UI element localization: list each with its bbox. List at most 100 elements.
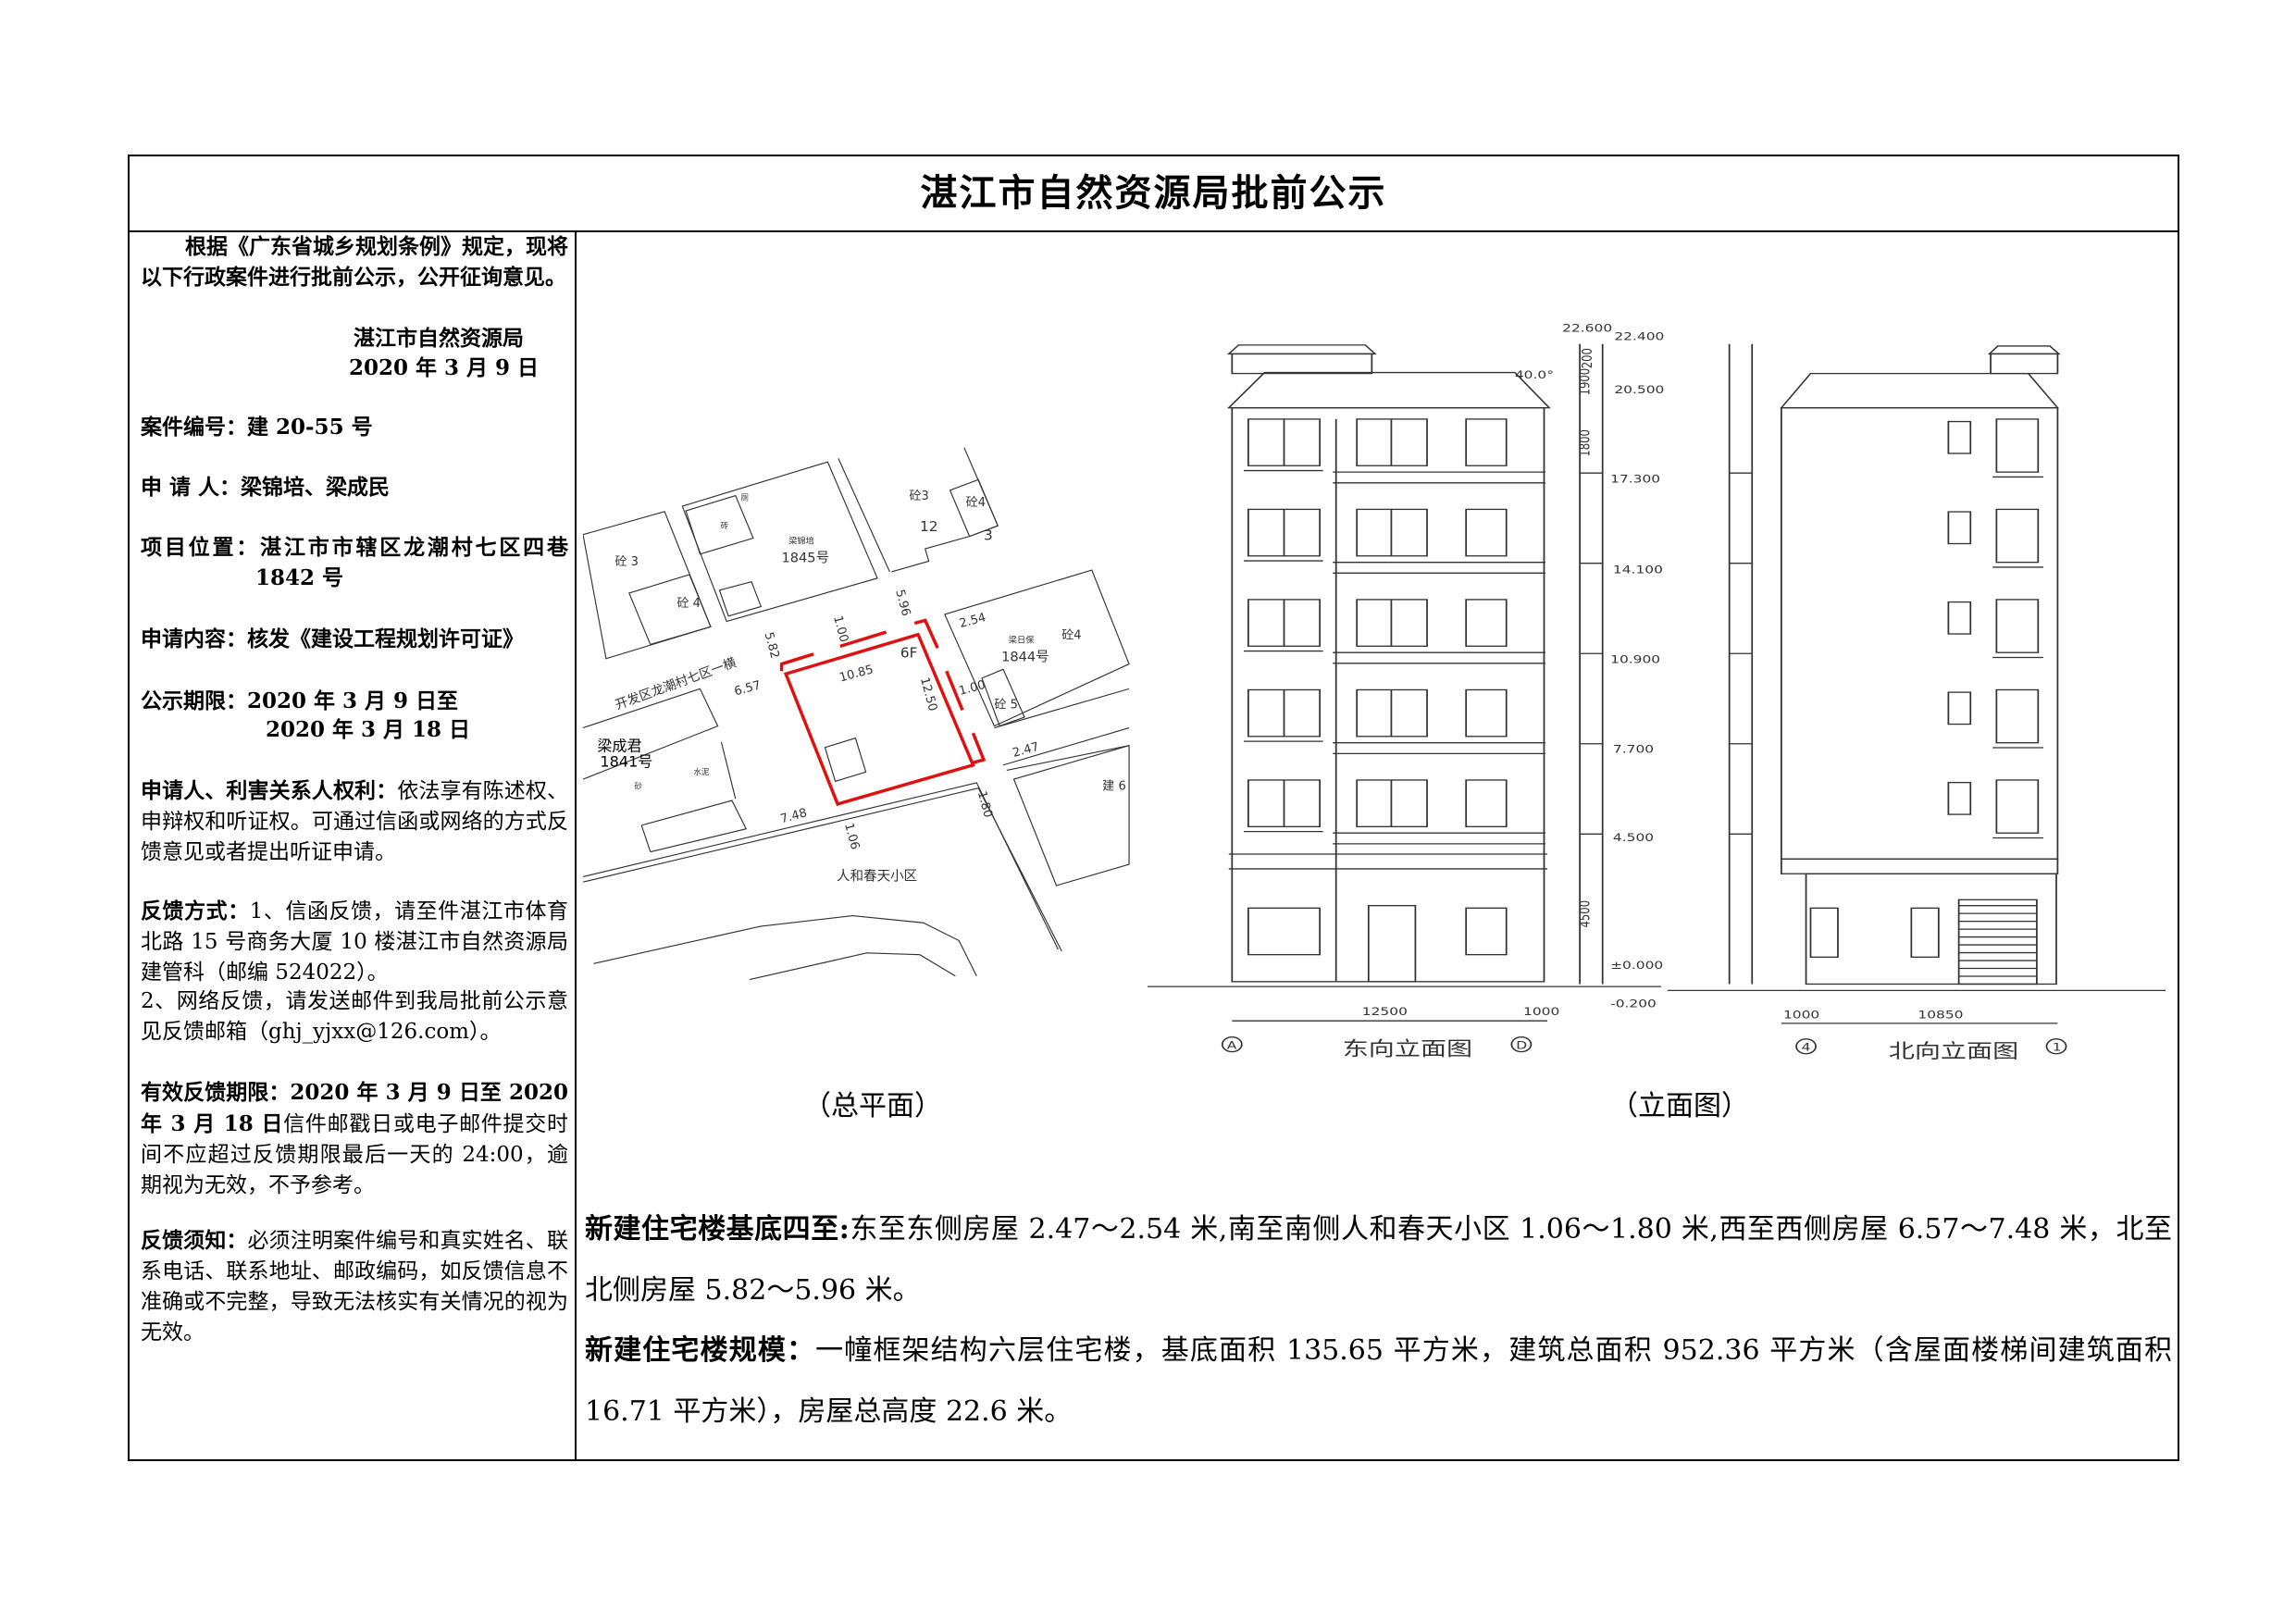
feedback-deadline: 有效反馈期限：2020 年 3 月 9 日至 2020 年 3 月 18 日信件… xyxy=(141,1077,568,1201)
width-dim: 12500 xyxy=(1362,1006,1408,1019)
window xyxy=(1809,907,1839,958)
east-roof xyxy=(1227,371,1551,409)
garage-door xyxy=(1957,899,2038,986)
notice-text: 必须注明案件编号和真实姓名、联系电话、联系地址、邮政编码，如反馈信息不准确或不完… xyxy=(141,1229,569,1345)
level-label: -0.200 xyxy=(1610,998,1657,1010)
project-summary: 新建住宅楼基底四至:东至东侧房屋 2.47～2.54 米,南至南侧人和春天小区 … xyxy=(585,1199,2172,1442)
rights-label: 申请人、利害关系人权利： xyxy=(141,778,398,803)
neighbor-name: 梁成君 xyxy=(597,737,641,754)
window xyxy=(1995,599,2040,653)
community-label: 人和春天小区 xyxy=(837,868,917,884)
page-title: 湛江市自然资源局批前公示 xyxy=(920,171,1387,215)
rights-text: 依法享有陈述权、申辩权和听证权。可通过信函或网络的方式反馈意见或者提出听证申请。 xyxy=(141,779,569,864)
window xyxy=(1995,418,2040,473)
case-number: 案件编号：建 20-55 号 xyxy=(141,412,568,442)
window xyxy=(1910,907,1940,958)
feedback-mail: 1、信函反馈，请至件湛江市体育北路 15 号商务大厦 10 楼湛江市自然资源局建… xyxy=(141,899,569,985)
level-label: 20.500 xyxy=(1614,384,1664,397)
window xyxy=(1247,907,1322,956)
dim-label: 2.47 xyxy=(1011,740,1041,761)
site-plan-caption: （总平面） xyxy=(803,1090,942,1122)
building-scale-label: 新建住宅楼规模： xyxy=(585,1334,816,1367)
building-label: 建 6 xyxy=(1102,780,1125,794)
site-plan-labels: 6F 10.85 12.50 6.57 7.48 5.82 5.96 1.00 … xyxy=(597,490,1125,884)
window xyxy=(1947,601,1972,635)
case-number-label: 案件编号： xyxy=(141,415,247,440)
level-label: 7.700 xyxy=(1613,743,1654,756)
road-label: 开发区龙潮村七区一横 xyxy=(614,655,738,713)
east-building-body xyxy=(1231,407,1545,983)
feedback-label: 反馈方式： xyxy=(141,899,250,924)
request-content: 申请内容：核发《建设工程规划许可证》 xyxy=(141,624,568,654)
label-box xyxy=(824,737,867,783)
notice-table xyxy=(128,155,2179,1461)
level-label: 22.600 xyxy=(1562,322,1612,335)
building-label: 水泥 xyxy=(694,767,710,776)
building-label: 砼 4 xyxy=(677,597,701,611)
location-value: 湛江市市辖区龙潮村七区四巷 1842 号 xyxy=(255,535,569,590)
dim-label: 1.00 xyxy=(830,614,850,644)
feedback-method: 反馈方式：1、信函反馈，请至件湛江市体育北路 15 号商务大厦 10 楼湛江市自… xyxy=(141,896,568,988)
dim-label: 12.50 xyxy=(917,676,939,713)
level-label: 17.300 xyxy=(1610,473,1660,486)
floors-label: 6F xyxy=(900,645,918,662)
intro-text: 根据《广东省城乡规划条例》规定，现将以下行政案件进行批前公示，公开征询意见。 xyxy=(141,234,568,290)
axis-label: 1 xyxy=(2053,1041,2062,1054)
building-label: 砖 xyxy=(721,521,729,530)
setback-line xyxy=(971,732,987,765)
elevation-labels: 22.600 22.400 20.500 17.300 14.100 10.90… xyxy=(1227,322,2062,1062)
site-bounds: 新建住宅楼基底四至:东至东侧房屋 2.47～2.54 米,南至南侧人和春天小区 … xyxy=(585,1199,2172,1320)
dim-label: 5.82 xyxy=(762,631,782,661)
rights: 申请人、利害关系人权利：依法享有陈述权、申辩权和听证权。可通过信函或网络的方式反… xyxy=(141,775,568,868)
neighbor-number: 1844号 xyxy=(1001,649,1049,664)
roof-angle: 40.0° xyxy=(1515,369,1554,382)
dim-label: 7.48 xyxy=(779,806,809,826)
case-number-value: 建 20-55 号 xyxy=(247,415,373,440)
building-label: 砼4 xyxy=(966,496,986,510)
neighbor-number: 1841号 xyxy=(600,753,652,771)
dim-label: 200 xyxy=(1579,348,1595,368)
window xyxy=(1995,508,2040,564)
entrance-door xyxy=(1367,905,1417,983)
stair-roof xyxy=(1987,345,2061,355)
axis-marker xyxy=(1221,1036,1243,1053)
level-label: 10.900 xyxy=(1610,653,1660,666)
axis-marker xyxy=(1795,1038,1817,1055)
dim-label: 1900 xyxy=(1577,368,1594,396)
location: 项目位置：湛江市市辖区龙潮村七区四巷 1842 号 xyxy=(141,532,568,593)
east-elevation-title: 东向立面图 xyxy=(1343,1037,1472,1060)
window xyxy=(1465,779,1508,827)
window xyxy=(1947,511,1972,545)
dim-label: 1.80 xyxy=(974,789,995,819)
window xyxy=(1947,691,1972,725)
window xyxy=(1995,779,2040,834)
level-label: ±0.000 xyxy=(1610,960,1663,973)
axis-marker xyxy=(1510,1036,1533,1053)
feedback-notice: 反馈须知：必须注明案件编号和真实姓名、联系电话、联系地址、邮政编码，如反馈信息不… xyxy=(141,1225,568,1348)
site-plan-linework xyxy=(583,447,1130,981)
north-building-body xyxy=(1780,407,2059,860)
deadline-text: 信件邮戳日或电子邮件提交时间不应超过反馈期限最后一天的 24:00，逾期视为无效… xyxy=(141,1112,568,1197)
period-end: 2020 年 3 月 18 日 xyxy=(266,717,471,742)
setback-line xyxy=(945,670,964,712)
window xyxy=(1465,599,1508,647)
publicity-period: 公示期限：2020 年 3 月 9 日至 xyxy=(141,686,568,716)
stair-tower xyxy=(1231,353,1373,375)
site-bounds-text: 东至东侧房屋 2.47～2.54 米,南至南侧人和春天小区 1.06～1.80 … xyxy=(585,1213,2172,1307)
window xyxy=(1465,907,1508,956)
site-boundary xyxy=(779,618,987,806)
applicant-label: 申 请 人： xyxy=(141,475,242,500)
offset-dim: 1000 xyxy=(1523,1006,1559,1019)
building-label: 砼3 xyxy=(909,490,928,503)
axis-label: A xyxy=(1227,1039,1237,1052)
level-label: 14.100 xyxy=(1613,564,1663,576)
building-label: 砼 3 xyxy=(614,555,638,569)
window xyxy=(1465,418,1508,466)
divider xyxy=(575,230,577,1461)
site-plan-drawing: 6F 10.85 12.50 6.57 7.48 5.82 5.96 1.00 … xyxy=(583,447,1130,981)
issue-date: 2020 年 3 月 9 日 xyxy=(349,355,540,380)
building-label: 砂 xyxy=(635,781,643,790)
level-label: 22.400 xyxy=(1614,330,1664,343)
axis-label: 4 xyxy=(1802,1041,1811,1054)
stair-tower xyxy=(1990,353,2059,375)
